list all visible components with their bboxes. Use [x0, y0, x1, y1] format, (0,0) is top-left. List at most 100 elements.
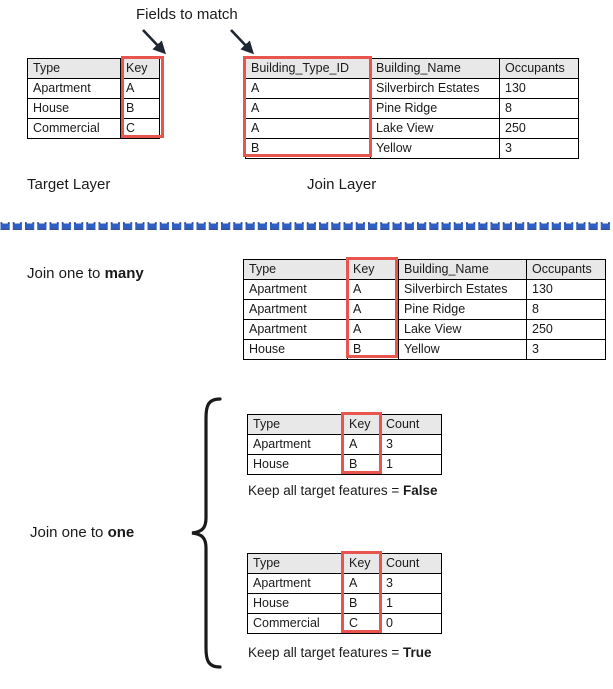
table-row: House B 1: [247, 454, 442, 475]
column-header-key: Key: [120, 58, 160, 79]
table-row: B Yellow 3: [245, 138, 579, 159]
cell-building-name: Silverbirch Estates: [398, 279, 527, 300]
cell-building-name: Lake View: [370, 118, 500, 139]
cell-type: House: [243, 339, 348, 360]
decorative-divider-icon: [0, 219, 613, 231]
table-row: A Silverbirch Estates 130: [245, 78, 579, 99]
cell-occupants: 130: [499, 78, 579, 99]
keep-all-target-features-true-label: Keep all target features = True: [248, 645, 432, 660]
join-one-to-one-prefix: Join one to: [30, 524, 108, 541]
cell-building-type-id: A: [245, 118, 371, 139]
cell-type: House: [247, 593, 344, 614]
table-header-row: Type Key Count: [247, 414, 442, 435]
column-header-type: Type: [247, 553, 344, 574]
column-header-key: Key: [347, 259, 399, 280]
cell-building-name: Lake View: [398, 319, 527, 340]
join-one-to-one-strong: one: [107, 524, 135, 541]
target-layer-table-wrap: Type Key Apartment A House B Commercial …: [27, 56, 164, 139]
table-header-row: Type Key Count: [247, 553, 442, 574]
join-one-to-many-prefix: Join one to: [27, 265, 105, 282]
column-header-type: Type: [247, 414, 344, 435]
table-row: House B Yellow 3: [243, 339, 606, 360]
column-header-building-name: Building_Name: [398, 259, 527, 280]
table-row: Apartment A Silverbirch Estates 130: [243, 279, 606, 300]
cell-key: B: [347, 339, 399, 360]
join-one-to-many-label: Join one to many: [27, 265, 144, 282]
cell-key: A: [343, 573, 381, 594]
table-row: Apartment A: [27, 78, 160, 99]
column-header-count: Count: [380, 414, 442, 435]
cell-building-name: Pine Ridge: [370, 98, 500, 119]
arrow-down-right-icon-left: [142, 29, 167, 55]
target-layer-table: Type Key Apartment A House B Commercial …: [27, 58, 160, 139]
column-header-occupants: Occupants: [499, 58, 579, 79]
cell-type: Apartment: [243, 279, 348, 300]
cell-type: Apartment: [247, 434, 344, 455]
cell-key: B: [343, 454, 381, 475]
one-to-one-true-table: Type Key Count Apartment A 3 House B 1 C…: [247, 553, 442, 634]
cell-key: A: [347, 299, 399, 320]
cell-key: A: [120, 78, 160, 99]
one-to-one-false-table-wrap: Type Key Count Apartment A 3 House B 1: [247, 412, 442, 475]
cell-type: House: [247, 454, 344, 475]
join-layer-table: Building_Type_ID Building_Name Occupants…: [245, 58, 579, 159]
cell-type: Apartment: [27, 78, 121, 99]
keep-value-true: True: [402, 645, 432, 660]
cell-building-name: Yellow: [398, 339, 527, 360]
table-row: Apartment A 3: [247, 434, 442, 455]
one-to-one-false-table: Type Key Count Apartment A 3 House B 1: [247, 414, 442, 475]
one-to-one-true-table-wrap: Type Key Count Apartment A 3 House B 1 C…: [247, 551, 442, 634]
cell-count: 3: [380, 434, 442, 455]
cell-count: 0: [380, 613, 442, 634]
table-header-row: Type Key: [27, 58, 160, 79]
table-header-row: Type Key Building_Name Occupants: [243, 259, 606, 280]
cell-occupants: 3: [499, 138, 579, 159]
cell-key: A: [347, 319, 399, 340]
cell-building-type-id: B: [245, 138, 371, 159]
table-row: House B: [27, 98, 160, 119]
cell-key: B: [343, 593, 381, 614]
table-row: Commercial C 0: [247, 613, 442, 634]
cell-type: Apartment: [243, 299, 348, 320]
column-header-building-name: Building_Name: [370, 58, 500, 79]
table-header-row: Building_Type_ID Building_Name Occupants: [245, 58, 579, 79]
cell-occupants: 3: [526, 339, 606, 360]
table-row: House B 1: [247, 593, 442, 614]
cell-key: B: [120, 98, 160, 119]
one-to-many-table-wrap: Type Key Building_Name Occupants Apartme…: [243, 257, 606, 360]
column-header-type: Type: [27, 58, 121, 79]
table-row: A Pine Ridge 8: [245, 98, 579, 119]
keep-prefix-true: Keep all target features =: [248, 645, 403, 660]
cell-type: Commercial: [247, 613, 344, 634]
cell-key: A: [347, 279, 399, 300]
keep-prefix-false: Keep all target features =: [248, 483, 403, 498]
join-one-to-one-label: Join one to one: [30, 524, 134, 541]
cell-building-type-id: A: [245, 98, 371, 119]
cell-building-name: Pine Ridge: [398, 299, 527, 320]
column-header-count: Count: [380, 553, 442, 574]
table-row: Apartment A Pine Ridge 8: [243, 299, 606, 320]
cell-type: Commercial: [27, 118, 121, 139]
join-layer-table-wrap: Building_Type_ID Building_Name Occupants…: [243, 56, 579, 159]
curly-brace-icon: [191, 397, 222, 669]
column-header-occupants: Occupants: [526, 259, 606, 280]
fields-to-match-label: Fields to match: [136, 6, 238, 23]
arrow-down-right-icon-right: [230, 29, 255, 55]
one-to-many-table: Type Key Building_Name Occupants Apartme…: [243, 259, 606, 360]
cell-building-type-id: A: [245, 78, 371, 99]
cell-type: Apartment: [247, 573, 344, 594]
cell-building-name: Yellow: [370, 138, 500, 159]
cell-type: Apartment: [243, 319, 348, 340]
cell-count: 3: [380, 573, 442, 594]
table-row: Commercial C: [27, 118, 160, 139]
keep-value-false: False: [402, 483, 438, 498]
cell-key: A: [343, 434, 381, 455]
cell-occupants: 8: [499, 98, 579, 119]
column-header-key: Key: [343, 553, 381, 574]
cell-occupants: 8: [526, 299, 606, 320]
keep-all-target-features-false-label: Keep all target features = False: [248, 483, 438, 498]
join-one-to-many-strong: many: [104, 265, 144, 282]
cell-count: 1: [380, 593, 442, 614]
join-layer-label: Join Layer: [307, 176, 377, 193]
cell-occupants: 250: [526, 319, 606, 340]
